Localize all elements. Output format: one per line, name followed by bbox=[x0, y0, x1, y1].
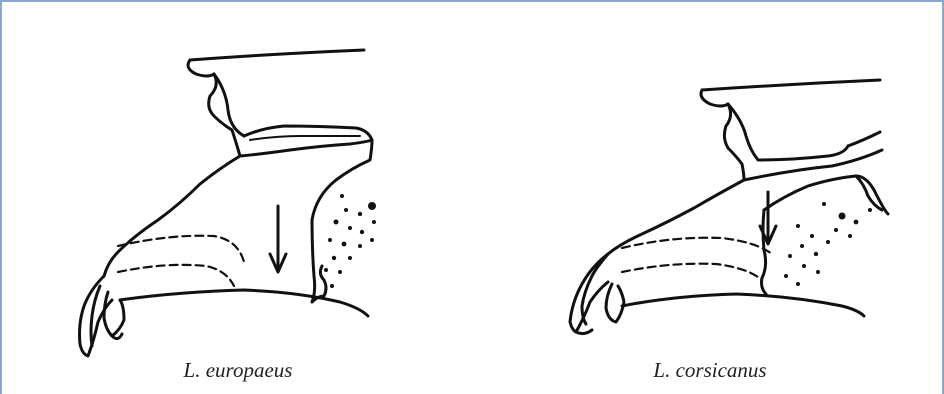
europaeus-skull-drawing bbox=[0, 0, 472, 394]
caption-europaeus: L. europaeus bbox=[118, 358, 358, 383]
caption-corsicanus: L. corsicanus bbox=[590, 358, 830, 383]
panel-corsicanus: L. corsicanus bbox=[472, 0, 944, 394]
corsicanus-skull-drawing bbox=[472, 0, 944, 394]
panel-europaeus: L. europaeus bbox=[0, 0, 472, 394]
